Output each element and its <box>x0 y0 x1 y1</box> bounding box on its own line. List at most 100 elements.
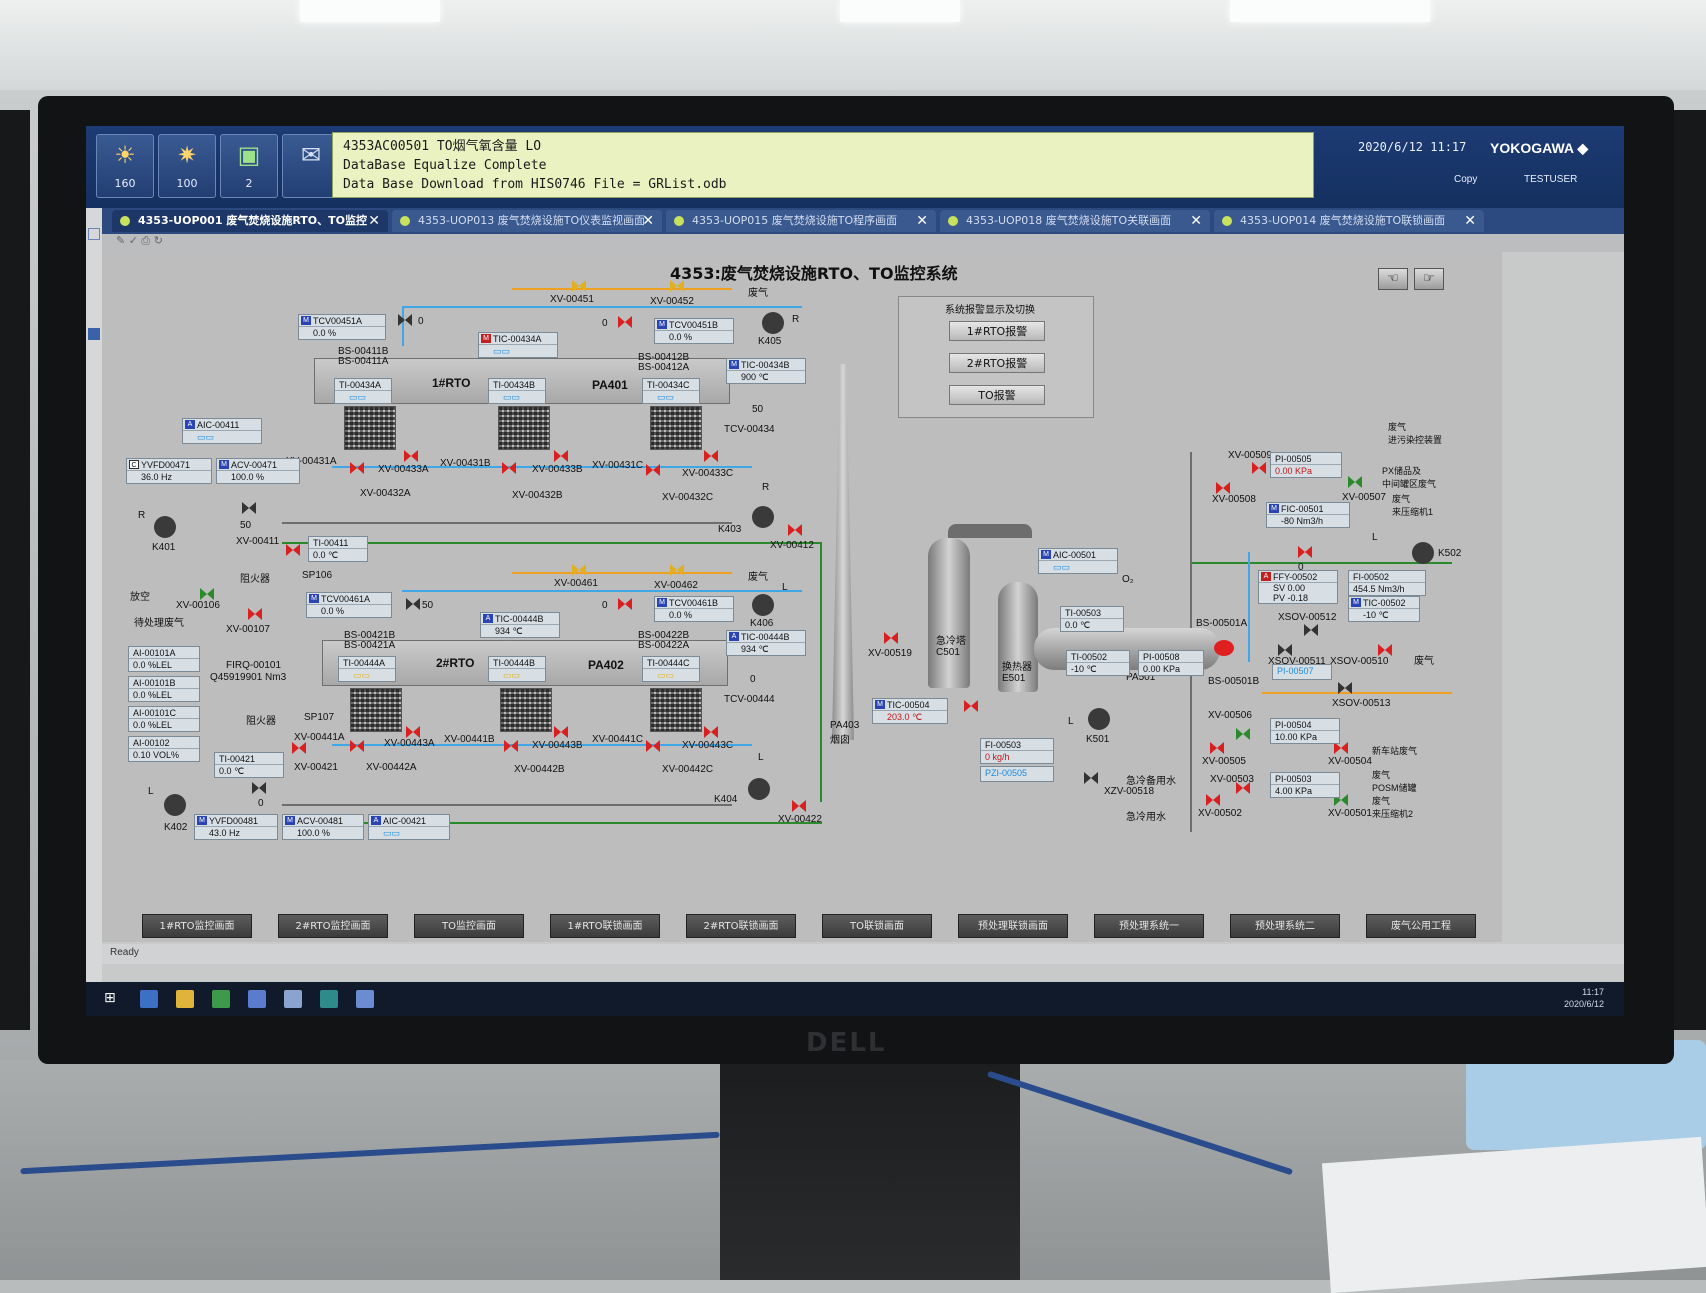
valve-xv00441c[interactable] <box>646 740 660 752</box>
nav-pretreat2-button[interactable]: 预处理系统二 <box>1230 914 1340 938</box>
faceplate-ti00444c[interactable]: TI-00444C▭▭ <box>642 656 700 682</box>
valve-xv00441b[interactable] <box>504 740 518 752</box>
pump-k501[interactable] <box>1088 708 1110 730</box>
faceplate-ti00434a[interactable]: TI-00434A▭▭ <box>334 378 392 404</box>
valve-xv00421[interactable] <box>292 742 306 754</box>
fan-k502[interactable] <box>1412 542 1434 564</box>
nav-rto1-monitor-button[interactable]: 1#RTO监控画面 <box>142 914 252 938</box>
app-icon[interactable] <box>284 990 302 1008</box>
nav-pretreat-interlock-button[interactable]: 预处理联锁画面 <box>958 914 1068 938</box>
nav-pretreat1-button[interactable]: 预处理系统一 <box>1094 914 1204 938</box>
to-alarm-button[interactable]: TO报警 <box>949 385 1045 405</box>
valve-xv00509[interactable] <box>1252 462 1266 474</box>
fan-k403[interactable] <box>752 506 774 528</box>
app-icon[interactable] <box>356 990 374 1008</box>
tool-icon[interactable] <box>88 228 100 240</box>
valve-xv00501[interactable] <box>1334 794 1348 806</box>
valve-xsov00510[interactable] <box>1378 644 1392 656</box>
valve-xv00107[interactable] <box>248 608 262 620</box>
hand-right-icon[interactable]: ☞ <box>1414 268 1444 290</box>
valve-xv00443c[interactable] <box>704 726 718 738</box>
app-icon[interactable] <box>140 990 158 1008</box>
fan-k401[interactable] <box>154 516 176 538</box>
windows-start-icon[interactable]: ⊞ <box>104 990 116 1006</box>
valve-xv00433b[interactable] <box>554 450 568 462</box>
faceplate-ti00444b[interactable]: TI-00444B▭▭ <box>488 656 546 682</box>
valve-xv00504[interactable] <box>1334 742 1348 754</box>
faceplate-ti00444a[interactable]: TI-00444A▭▭ <box>338 656 396 682</box>
rto1-alarm-button[interactable]: 1#RTO报警 <box>949 321 1045 341</box>
app-icon[interactable] <box>320 990 338 1008</box>
valve-damper[interactable] <box>252 782 266 794</box>
copy-button[interactable]: Copy <box>1454 174 1478 185</box>
fan-k406[interactable] <box>752 594 774 616</box>
valve-tcv00451a[interactable] <box>398 314 412 326</box>
valve-xsov00511[interactable] <box>1278 644 1292 656</box>
valve-tcv00451b[interactable] <box>618 316 632 328</box>
fan-k404[interactable] <box>748 778 770 800</box>
tab-uop015[interactable]: 4353-UOP015 废气焚烧设施TO程序画面✕ <box>666 210 936 232</box>
valve-xv00443b[interactable] <box>554 726 568 738</box>
close-icon[interactable]: ✕ <box>916 213 928 229</box>
folder-icon[interactable] <box>176 990 194 1008</box>
faceplate-pzi00505[interactable]: PZI-00505 <box>980 766 1054 782</box>
close-icon[interactable]: ✕ <box>368 213 380 229</box>
valve-xv00422[interactable] <box>792 800 806 812</box>
valve-xsov00513[interactable] <box>1338 682 1352 694</box>
faceplate-ti00502[interactable]: TI-00502-10 ℃ <box>1066 650 1130 676</box>
close-icon[interactable]: ✕ <box>1190 213 1202 229</box>
faceplate-pi00507[interactable]: PI-00507 <box>1272 664 1332 680</box>
valve-xv00443a[interactable] <box>406 726 420 738</box>
edit-tools-icon[interactable]: ✎ ✓ ⎙ ↻ <box>116 234 163 247</box>
valve-damper[interactable] <box>242 502 256 514</box>
table-icon[interactable] <box>88 328 100 340</box>
tab-uop018[interactable]: 4353-UOP018 废气焚烧设施TO关联画面✕ <box>940 210 1210 232</box>
valve-tcv00461b[interactable] <box>618 598 632 610</box>
rto2-alarm-button[interactable]: 2#RTO报警 <box>949 353 1045 373</box>
app-icon[interactable] <box>212 990 230 1008</box>
valve-xv00451[interactable] <box>572 280 586 292</box>
nav-to-monitor-button[interactable]: TO监控画面 <box>414 914 524 938</box>
fan-k405[interactable] <box>762 312 784 334</box>
hand-left-icon[interactable]: ☜ <box>1378 268 1408 290</box>
valve-xv00412[interactable] <box>788 524 802 536</box>
valve-xv00431c[interactable] <box>646 464 660 476</box>
valve-xsov-main[interactable] <box>1298 546 1312 558</box>
valve-xv00433c[interactable] <box>704 450 718 462</box>
tab-uop001[interactable]: 4353-UOP001 废气焚烧设施RTO、TO监控✕ <box>112 210 388 232</box>
nav-utility-button[interactable]: 废气公用工程 <box>1366 914 1476 938</box>
tab-uop014[interactable]: 4353-UOP014 废气焚烧设施TO联锁画面✕ <box>1214 210 1484 232</box>
valve-xv00431b[interactable] <box>502 462 516 474</box>
system-alarm-button[interactable]: ✷ 100 <box>158 134 216 198</box>
valve-xv00506[interactable] <box>1236 728 1250 740</box>
valve-xv00411[interactable] <box>286 544 300 556</box>
valve-xv00452[interactable] <box>670 280 684 292</box>
faceplate-ti00434b[interactable]: TI-00434B▭▭ <box>488 378 546 404</box>
valve-xv00503[interactable] <box>1236 782 1250 794</box>
valve-xsov00512[interactable] <box>1304 624 1318 636</box>
valve-xv00462[interactable] <box>670 564 684 576</box>
valve-xv00505[interactable] <box>1210 742 1224 754</box>
